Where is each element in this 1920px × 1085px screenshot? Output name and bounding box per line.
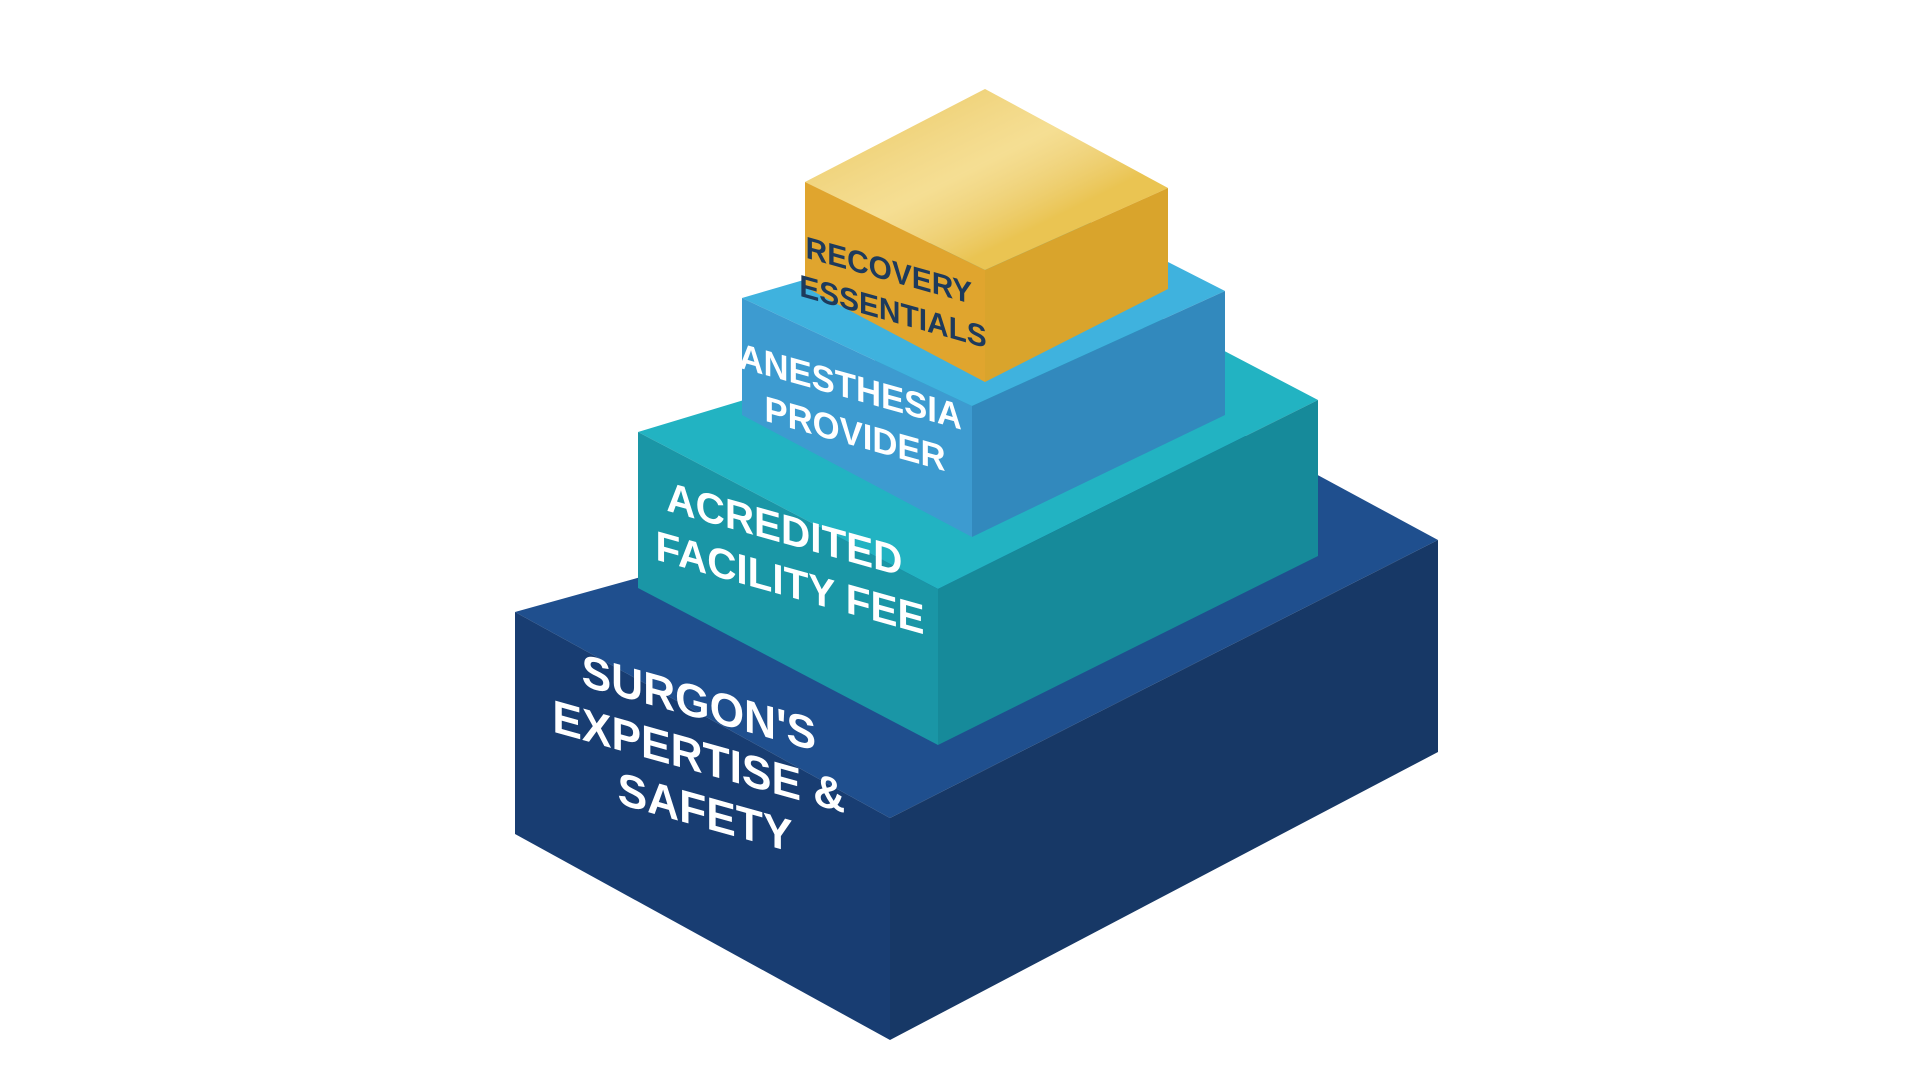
tier-third-right-face (972, 291, 1225, 537)
tier-top: RECOVERY ESSENTIALS (799, 89, 1168, 382)
tier-base-right-face (890, 540, 1438, 1040)
tier-top-left-face (805, 182, 985, 382)
tier-third-left-face (742, 298, 972, 537)
tier-second-left-face (638, 432, 938, 745)
tier-second-right-face (938, 400, 1318, 745)
tier-top-shine (805, 89, 1168, 270)
tier-base-left-face (515, 612, 890, 1040)
tier-top-right-face (985, 188, 1168, 382)
